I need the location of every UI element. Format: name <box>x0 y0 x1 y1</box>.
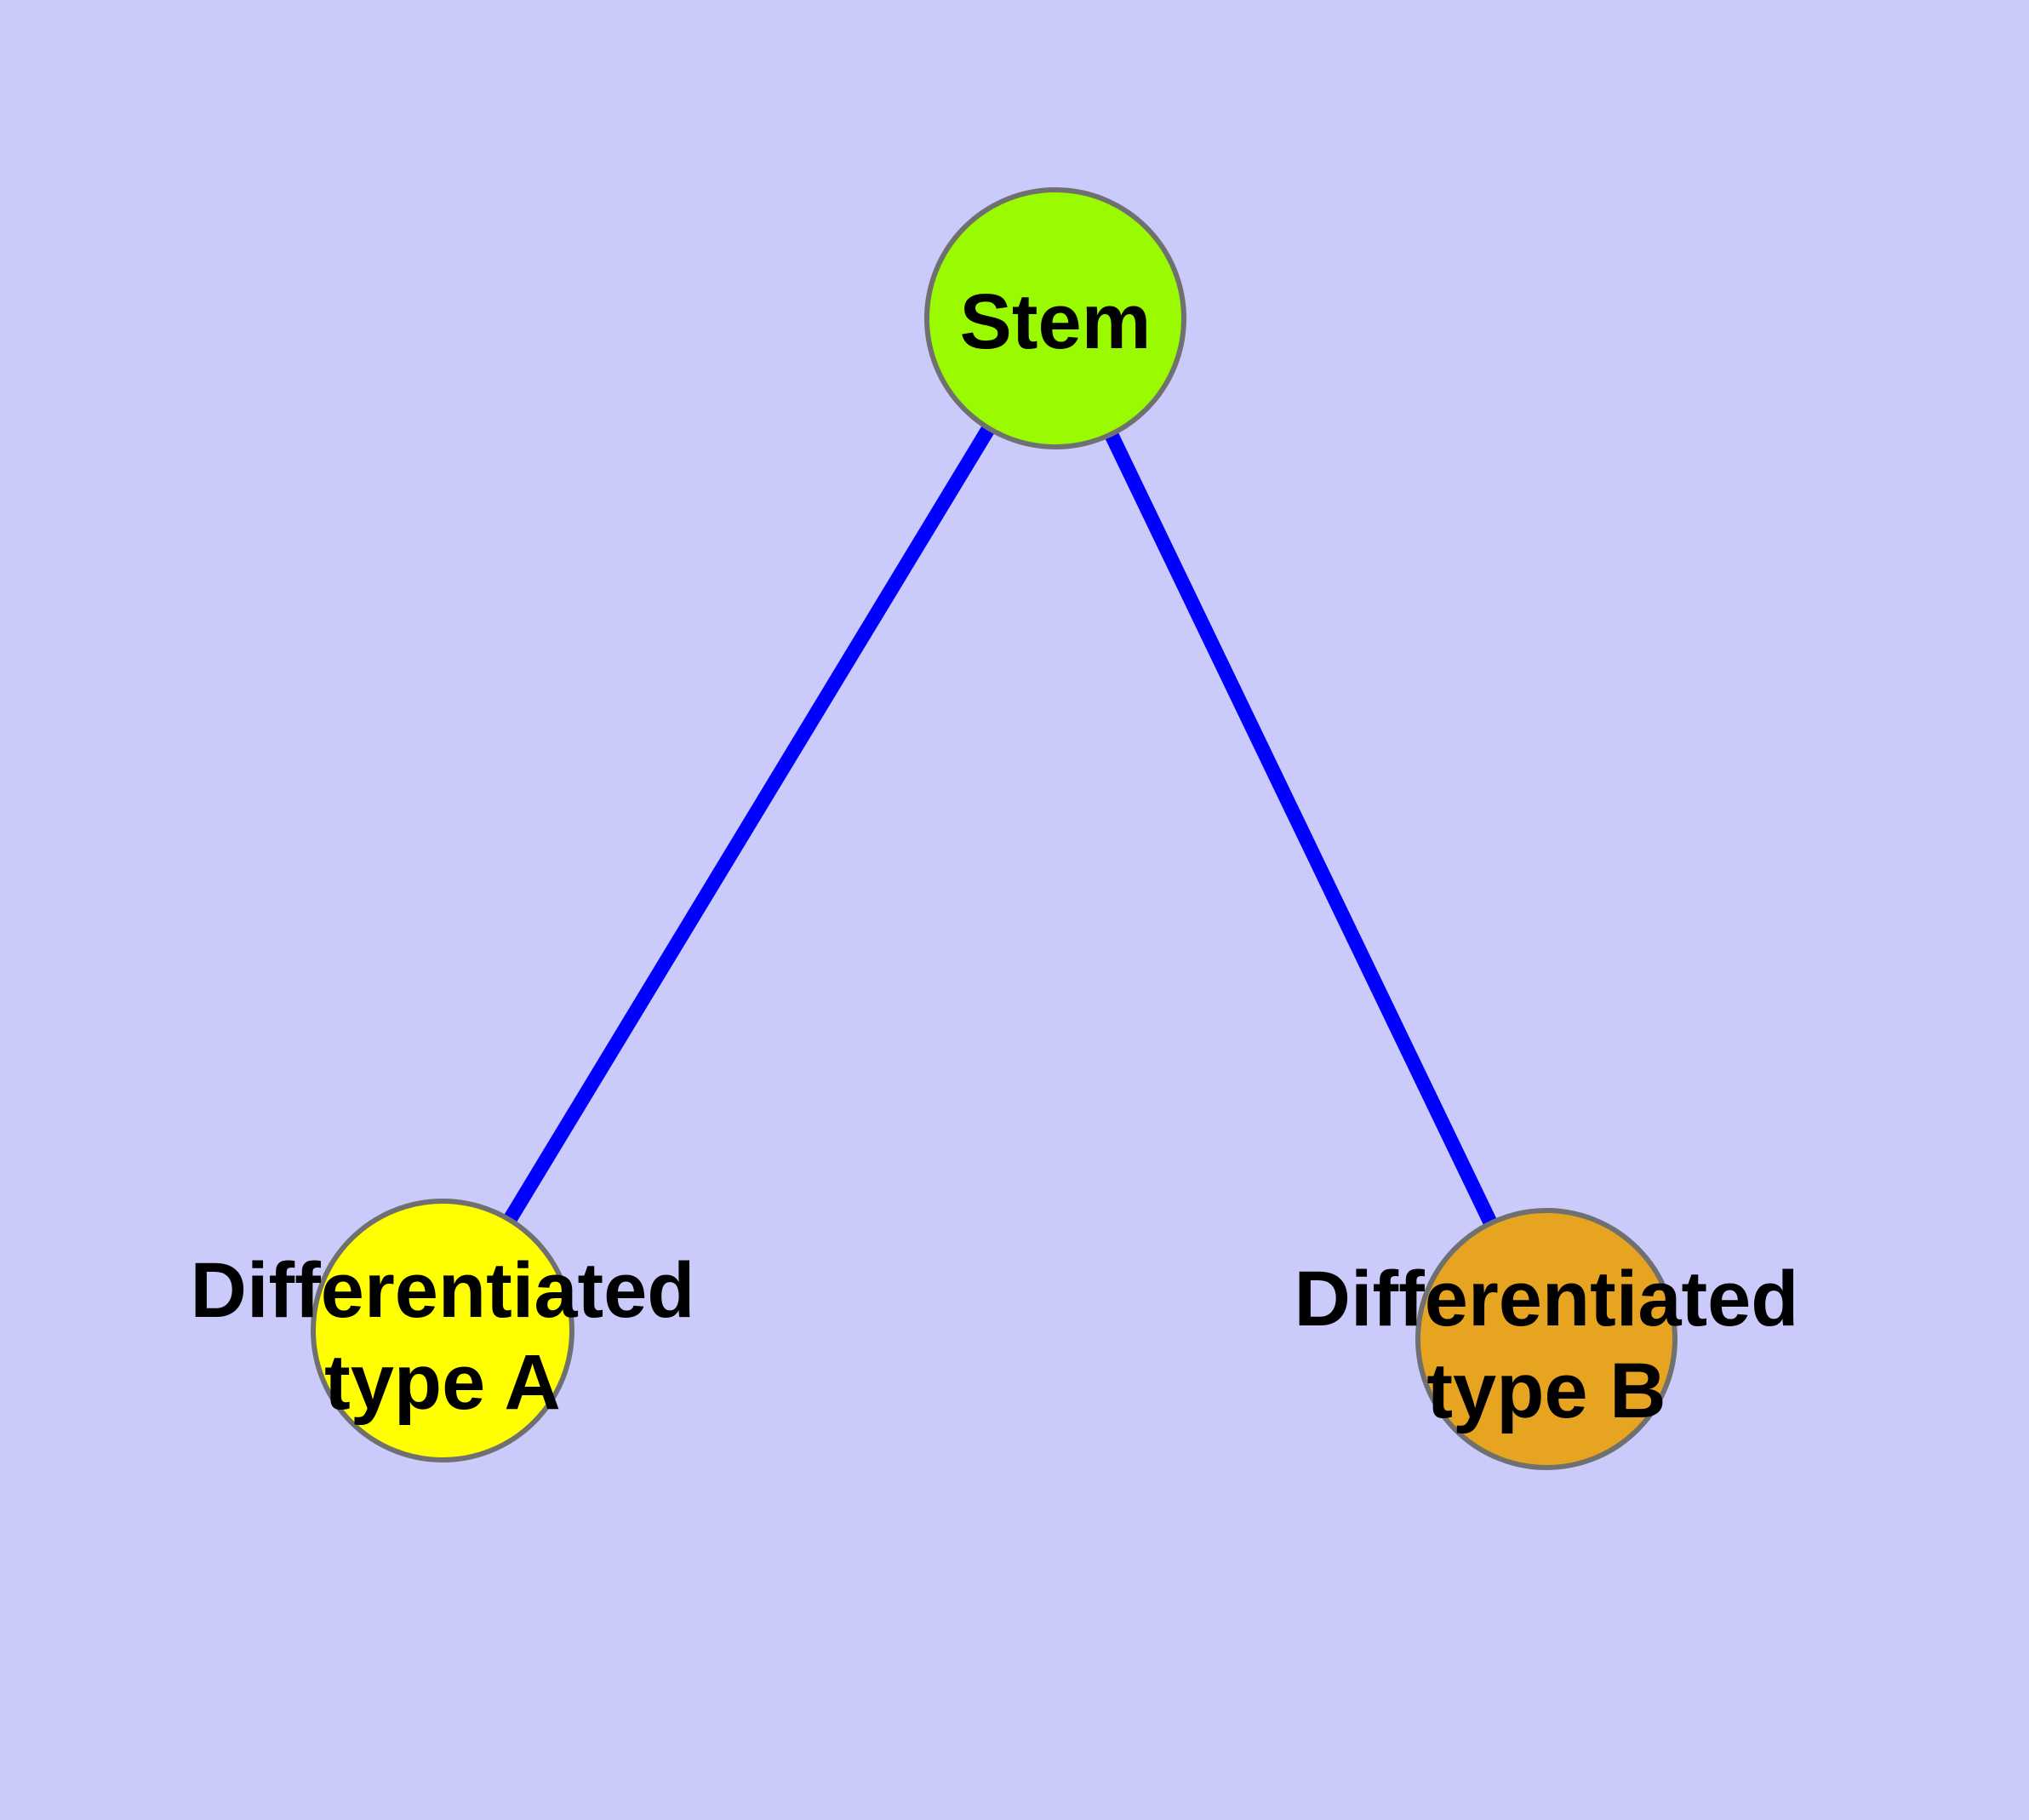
node-stem-label: Stem <box>960 278 1152 365</box>
node-stem-circle <box>924 187 1186 449</box>
edge-stem-to-differentiated-type-a <box>436 314 1062 1335</box>
node-differentiated-type-a-circle <box>311 1199 574 1462</box>
node-differentiated-type-a-label-line2: type A <box>324 1339 561 1426</box>
node-differentiated-type-b-label-line2: type B <box>1426 1348 1666 1434</box>
node-differentiated-type-b-circle <box>1415 1208 1677 1470</box>
node-layer <box>311 187 1677 1470</box>
label-layer: Stem Differentiated type A Differentiate… <box>191 278 1799 1434</box>
edge-layer <box>436 314 1553 1342</box>
edge-stem-to-differentiated-type-b <box>1049 315 1553 1342</box>
node-differentiated-type-b-label-line1: Differentiated <box>1295 1256 1799 1342</box>
node-differentiated-type-a-label-line1: Differentiated <box>191 1247 695 1334</box>
